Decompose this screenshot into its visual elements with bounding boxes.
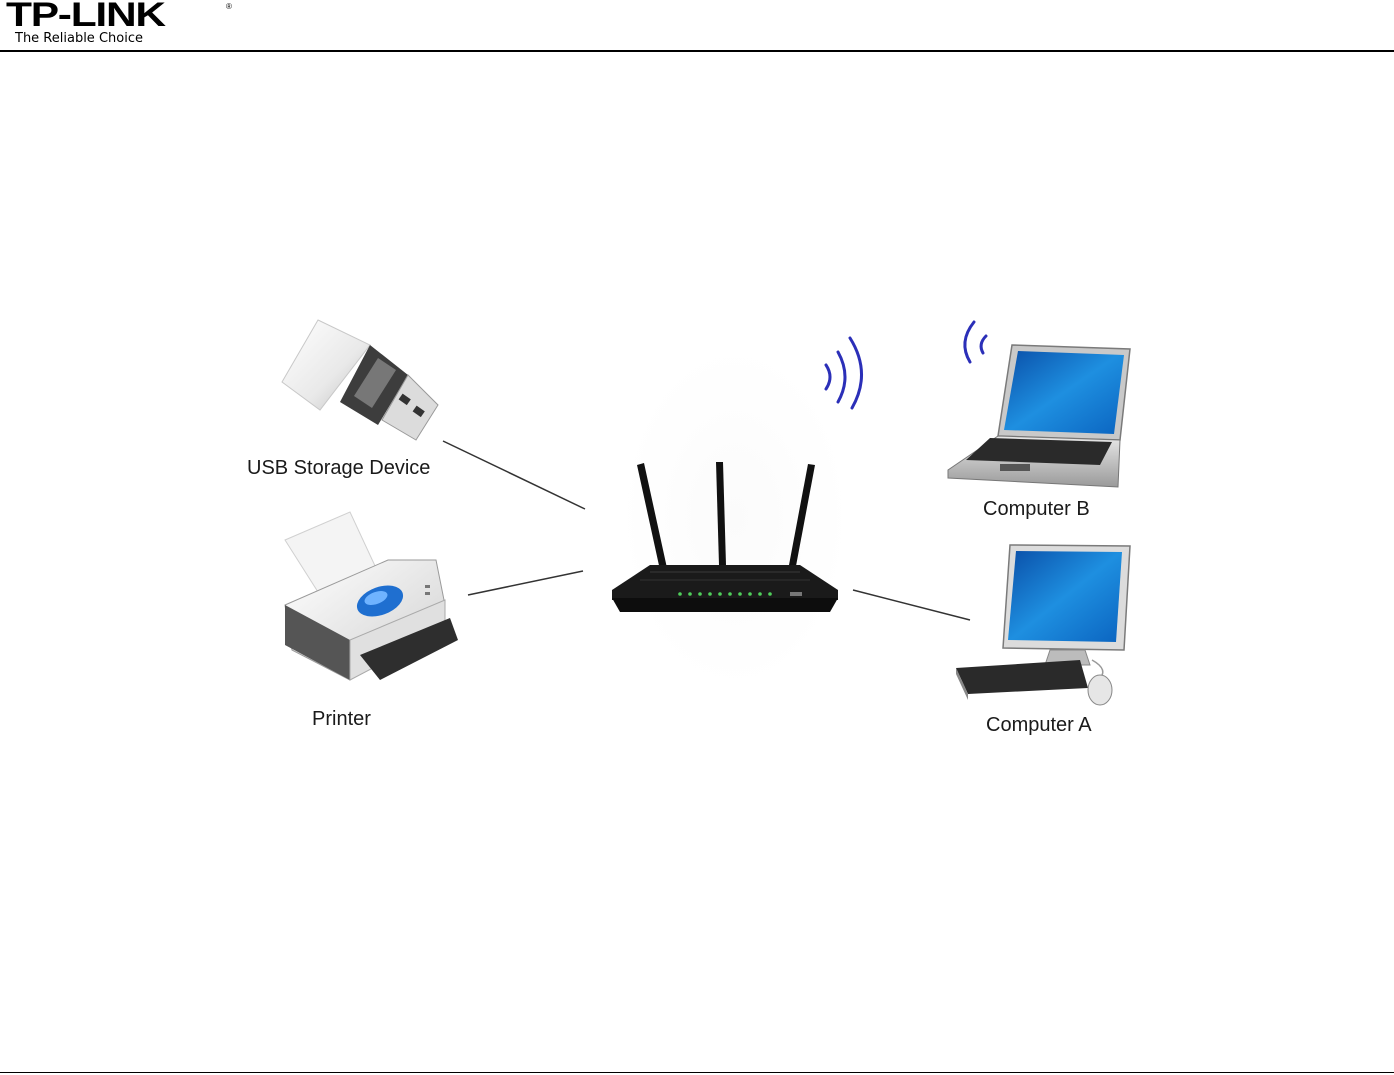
computer-b-label: Computer B: [983, 498, 1090, 520]
link-usb-router: [442, 440, 586, 510]
wifi-waves-icon: [824, 336, 863, 410]
router-icon: [612, 462, 838, 612]
router-status-leds: [678, 592, 772, 596]
printer-icon: [284, 511, 458, 681]
logo-registered-mark: ®: [226, 2, 232, 11]
footer-rule: [0, 1072, 1394, 1073]
tp-link-logo: TP-LINK ® The Reliable Choice: [4, 0, 244, 48]
logo-wordmark: TP-LINK: [6, 0, 166, 34]
laptop-icon: [947, 320, 1131, 488]
header-rule: [0, 50, 1394, 52]
computer-a-label: Computer A: [986, 714, 1092, 736]
logo-tagline: The Reliable Choice: [15, 31, 143, 46]
desktop-computer-icon: [956, 544, 1131, 706]
router-backdrop: [620, 345, 850, 690]
link-router-computer-a: [852, 589, 971, 621]
printer-label: Printer: [312, 708, 371, 730]
usb-storage-device-label: USB Storage Device: [247, 457, 431, 479]
laptop-wifi-waves-icon: [963, 320, 988, 364]
link-printer-router: [467, 570, 584, 596]
usb-drive-icon: [281, 319, 439, 441]
